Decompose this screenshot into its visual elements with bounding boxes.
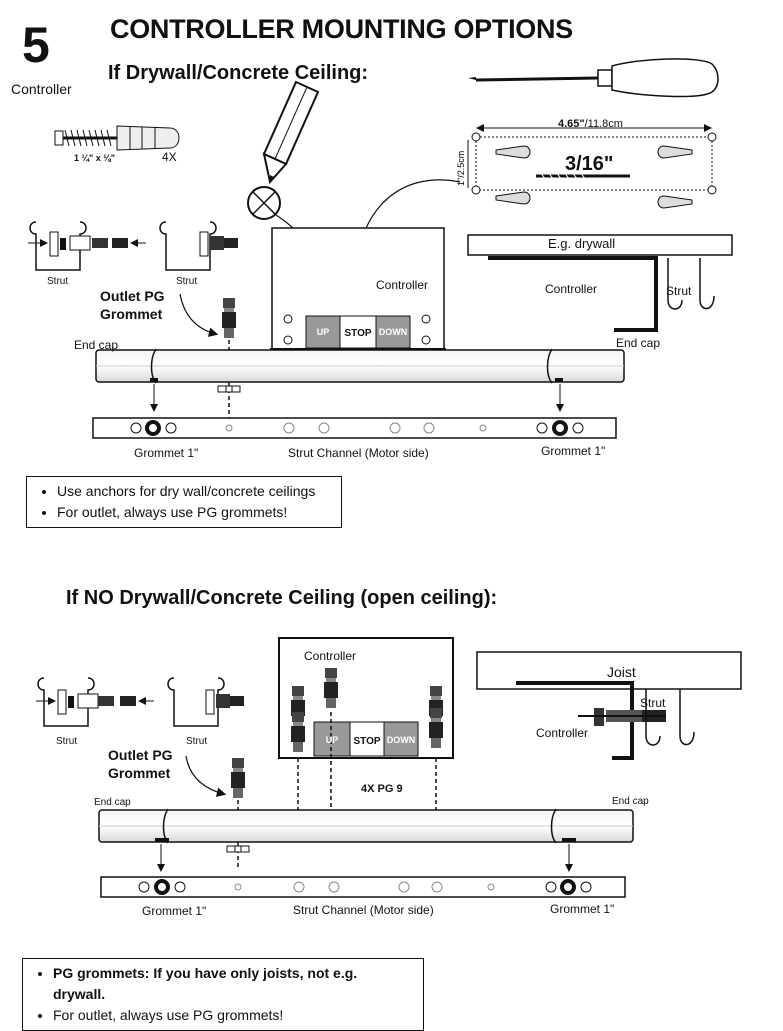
controller-box-2: [278, 637, 454, 830]
screwdriver-icon: [468, 58, 719, 98]
grommet-left-label: Grommet 1": [134, 446, 199, 460]
hole-width-label: 4.65"/11.8cm: [558, 118, 623, 130]
outlet-arrow: [179, 293, 219, 337]
strut-side-label-2: Strut: [640, 696, 666, 710]
up-button-label: UP: [317, 327, 330, 337]
step-number: 5: [22, 17, 50, 73]
section1-notes: Use anchors for dry wall/concrete ceilin…: [26, 476, 342, 528]
down-button-label-2: DOWN: [387, 735, 416, 745]
section2-notes: PG grommets: If you have only joists, no…: [22, 958, 424, 1031]
hole-width-inch: 4.65": [558, 118, 585, 130]
section1-heading: If Drywall/Concrete Ceiling:: [108, 62, 369, 84]
stop-button-label-2: STOP: [353, 736, 380, 747]
motor-tube-2: [98, 808, 634, 872]
note-item: For outlet, always use PG grommets!: [57, 502, 331, 523]
anchor-size-label: 1 ¼" x ⅛": [74, 153, 116, 163]
grommet-right-label-2: Grommet 1": [550, 902, 615, 916]
pg-count-label: 4X PG 9: [361, 783, 403, 795]
pencil-icon: [262, 80, 320, 185]
note-item: For outlet, always use PG grommets!: [53, 1005, 413, 1026]
outlet-arrow-2: [185, 755, 227, 797]
motor-tube: [95, 348, 625, 412]
anchor-qty-label: 4X: [162, 150, 177, 164]
controller-label: Controller: [376, 278, 429, 292]
drywall-side-view: [467, 234, 733, 332]
controller-box: [270, 227, 446, 352]
strut-channel: [92, 417, 617, 439]
hole-template: [467, 124, 717, 209]
joist-side-view: [476, 651, 742, 760]
strut-closeup-2: [159, 221, 238, 271]
strut-closeup-3: [36, 677, 154, 727]
controller-side-label: Controller: [545, 282, 598, 296]
controller-label-2: Controller: [304, 649, 357, 663]
end-cap-right-label-2: End cap: [612, 796, 649, 807]
grommet-right-label: Grommet 1": [541, 444, 606, 458]
stop-button-label: STOP: [344, 328, 371, 339]
controller-side-label-2: Controller: [536, 726, 589, 740]
strut-channel-label-2: Strut Channel (Motor side): [293, 903, 434, 917]
joist-label: Joist: [607, 664, 636, 680]
strut-side-label: Strut: [666, 284, 692, 298]
page-title: CONTROLLER MOUNTING OPTIONS: [110, 14, 573, 44]
strut-closeup-4: [167, 677, 244, 727]
strut-label-a: Strut: [47, 276, 69, 287]
strut-label-b: Strut: [176, 276, 198, 287]
up-button-label-2: UP: [326, 735, 339, 745]
grommet-left-label-2: Grommet 1": [142, 904, 207, 918]
wall-anchor-icon: [54, 125, 180, 151]
down-button-label: DOWN: [379, 327, 408, 337]
section2-heading: If NO Drywall/Concrete Ceiling (open cei…: [66, 587, 498, 609]
end-cap-right-label: End cap: [616, 336, 661, 350]
mark-hole-icon: [247, 186, 281, 220]
strut-channel-label: Strut Channel (Motor side): [288, 446, 429, 460]
drill-size-label: 3/16": [565, 153, 614, 175]
hole-width-metric: /11.8cm: [584, 118, 623, 130]
strut-label-d: Strut: [186, 736, 208, 747]
step-label: Controller: [11, 81, 72, 97]
end-cap-left-label-2: End cap: [94, 797, 131, 808]
outlet-grommet-label: Outlet PG Grommet: [100, 288, 165, 322]
note-item: Use anchors for dry wall/concrete ceilin…: [57, 481, 331, 502]
outlet-grommet-label-2: Outlet PG Grommet: [108, 747, 173, 781]
strut-channel-2: [100, 876, 626, 898]
strut-label-c: Strut: [56, 736, 78, 747]
end-cap-left-label: End cap: [74, 338, 119, 352]
outlet-grommet-icon: [217, 298, 241, 420]
note-item: PG grommets: If you have only joists, no…: [53, 963, 413, 1005]
drywall-label: E.g. drywall: [548, 236, 616, 251]
strut-closeup-1: [28, 221, 146, 271]
hole-height-label: 1"/2.5cm: [456, 151, 466, 186]
